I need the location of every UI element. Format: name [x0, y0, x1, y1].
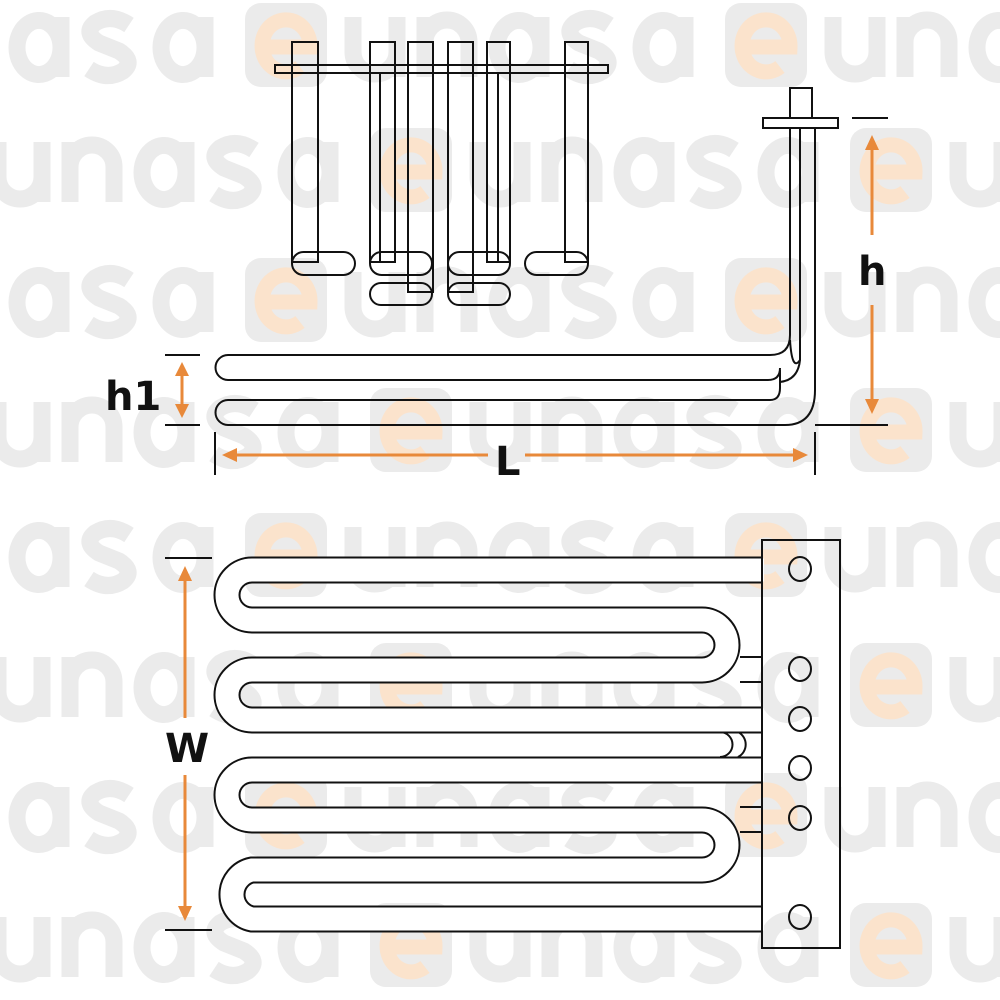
plan-view: W	[165, 539, 841, 949]
dimension-label-L: L	[495, 439, 521, 485]
serpentine-tube-lower	[213, 756, 764, 933]
dimension-label-h: h	[858, 249, 886, 295]
mounting-rod	[274, 64, 609, 74]
dimension-label-W: W	[165, 726, 209, 772]
watermark-logo	[850, 643, 1000, 727]
watermark-logo	[725, 513, 1000, 597]
side-view: h1 h L	[105, 87, 888, 485]
watermark-logo	[0, 910, 339, 984]
vertical-tubes	[291, 41, 589, 293]
watermark-logo	[370, 388, 819, 472]
watermark-layer	[0, 3, 1000, 987]
watermark-logo	[245, 3, 694, 87]
watermark-logo	[8, 780, 214, 854]
flange	[762, 117, 839, 129]
watermark-logo	[725, 258, 1000, 342]
watermark-logo	[725, 3, 1000, 87]
watermark-logo	[0, 135, 339, 209]
tube-bends	[291, 251, 589, 306]
bracket-holes	[788, 556, 812, 930]
watermark-logo	[0, 395, 339, 469]
watermark-logo	[850, 903, 1000, 987]
watermark-logo	[8, 10, 214, 84]
serpentine-tube-upper	[213, 556, 764, 734]
watermark-logo	[725, 773, 1000, 857]
dimension-label-h1: h1	[105, 374, 161, 420]
mounting-bracket	[761, 539, 841, 949]
watermark-logo	[245, 513, 694, 597]
terminal	[789, 87, 813, 119]
end-view	[274, 41, 609, 306]
watermark-logo	[370, 128, 819, 212]
watermark-logo	[8, 520, 214, 594]
watermark-logo	[8, 265, 214, 339]
watermark-logo	[245, 258, 694, 342]
